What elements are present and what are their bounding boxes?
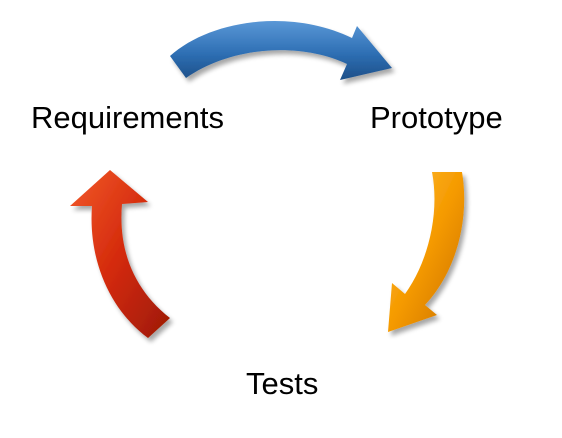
arrow-tests-to-requirements (70, 170, 170, 338)
node-label-tests: Tests (246, 366, 319, 401)
arrow-prototype-to-tests (388, 172, 465, 332)
arrow-requirements-to-prototype (170, 20, 392, 80)
node-label-requirements: Requirements (31, 100, 224, 135)
node-label-prototype: Prototype (370, 100, 503, 135)
